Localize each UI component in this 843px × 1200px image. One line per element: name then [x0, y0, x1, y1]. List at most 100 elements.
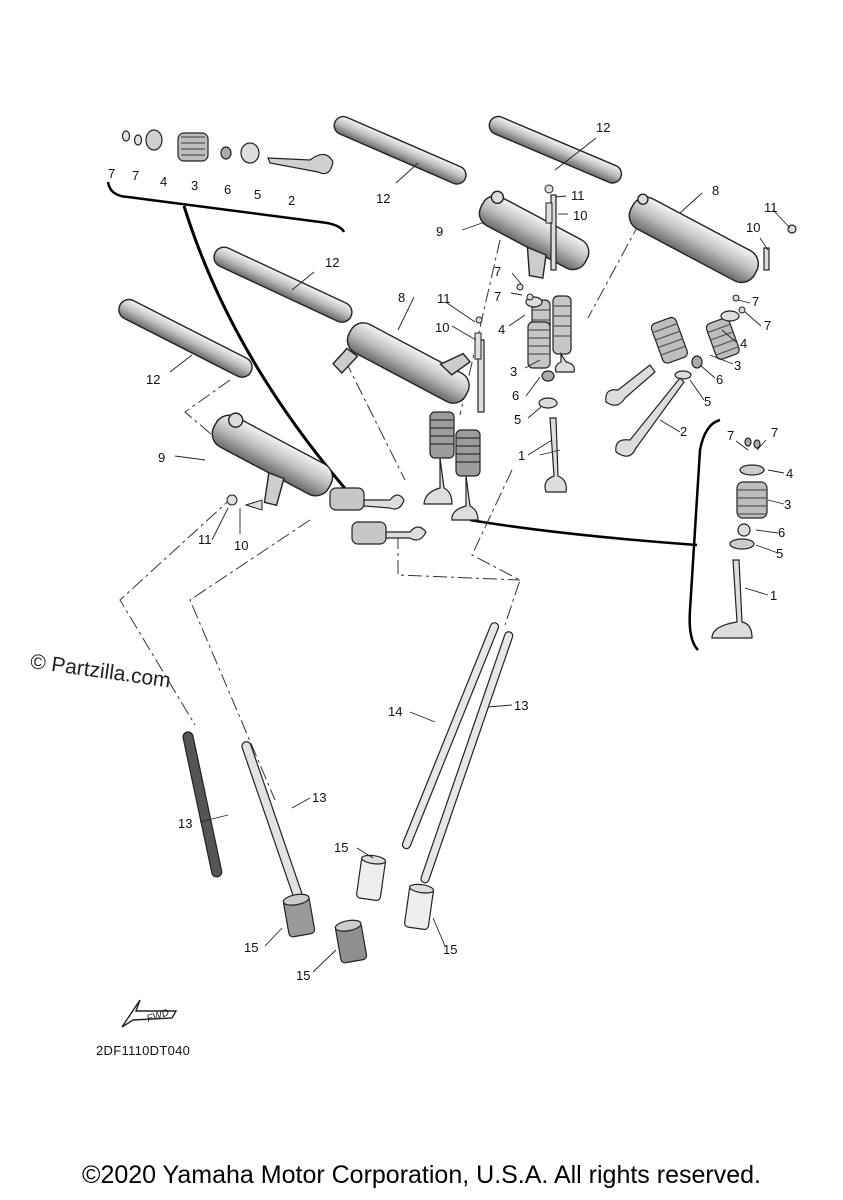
valve-spring-upper-b	[552, 295, 572, 355]
callout: 5	[254, 187, 261, 202]
exhaust-valve-small	[267, 153, 334, 175]
valve-middle-a	[423, 457, 453, 505]
callout: 12	[596, 120, 610, 135]
callout: 11	[437, 291, 451, 306]
callout: 12	[146, 372, 160, 387]
rocker-shafts	[118, 115, 623, 378]
callout: 6	[716, 372, 723, 387]
lifters	[282, 854, 435, 964]
cotter-1	[121, 130, 131, 142]
rocker-arm-9-upper	[478, 190, 590, 279]
callout: 13	[178, 816, 192, 831]
callout: 11	[764, 200, 778, 215]
callout: 2	[288, 193, 295, 208]
push-rod-13-right	[420, 631, 514, 884]
leader-lines	[169, 137, 791, 973]
valve-spring-lower-a	[329, 487, 365, 511]
callout: 15	[334, 840, 348, 855]
valve-lower-b	[385, 526, 427, 541]
valve-middle-b	[451, 475, 479, 521]
push-rods	[182, 622, 514, 918]
cotter-2	[133, 134, 143, 146]
top-left-valve-group	[121, 129, 334, 175]
exhaust-valve-right	[615, 377, 685, 457]
callout: 1	[770, 588, 777, 603]
lifter-right	[404, 883, 435, 931]
callout: 12	[325, 255, 339, 270]
callout: 4	[740, 336, 747, 351]
lifter-middle	[334, 919, 368, 964]
callout: 2	[680, 424, 687, 439]
lifter-center	[356, 854, 387, 902]
retainer-right	[739, 464, 765, 476]
callout: 7	[494, 289, 501, 304]
callout: 7	[727, 428, 734, 443]
small-parts	[226, 184, 746, 511]
callout: 7	[771, 425, 778, 440]
valve-spring-center	[527, 321, 551, 369]
diagram-code: 2DF1110DT040	[96, 1043, 191, 1058]
callout: 7	[764, 318, 771, 333]
spring-retainer	[145, 129, 163, 151]
callout: 6	[512, 388, 519, 403]
push-rod-13-middle	[241, 741, 309, 918]
callout: 7	[108, 166, 115, 181]
valve-spring-middle-a	[429, 411, 455, 459]
rocker-arms	[211, 190, 760, 507]
fwd-label: FWD	[146, 1007, 171, 1025]
callout: 3	[510, 364, 517, 379]
callout: 5	[514, 412, 521, 427]
callout: 6	[778, 525, 785, 540]
callout: 3	[191, 178, 198, 193]
callout: 7	[132, 168, 139, 183]
callout: 15	[244, 940, 258, 955]
callout: 15	[443, 942, 457, 957]
intake-valve-center	[544, 417, 567, 493]
callout: 3	[784, 497, 791, 512]
callout: 10	[573, 208, 587, 223]
callout-labels: 7 7 4 3 6 5 2 12 12 12 12 9 11 10 8 8 11…	[108, 120, 793, 983]
valve-spring-right-b	[705, 317, 740, 360]
valve-upper-b	[554, 351, 575, 373]
valve-spring-right-a	[650, 316, 688, 364]
valve-spring-right-c	[736, 481, 768, 519]
callout: 5	[776, 546, 783, 561]
callout: 4	[786, 466, 793, 481]
rocker-arm-9-lower	[211, 412, 334, 507]
fwd-arrow: FWD	[121, 999, 178, 1028]
callout: 10	[746, 220, 760, 235]
lifter-left	[282, 893, 316, 938]
callout: 12	[376, 191, 390, 206]
rocker-shaft-upper-right	[488, 115, 623, 184]
bracket-lines	[106, 181, 721, 651]
callout: 14	[388, 704, 402, 719]
callout: 10	[234, 538, 248, 553]
callout: 6	[224, 182, 231, 197]
spring-seat	[220, 146, 232, 160]
callout: 7	[494, 264, 501, 279]
copyright-notice: ©2020 Yamaha Motor Corporation, U.S.A. A…	[82, 1161, 761, 1189]
center-valves	[329, 194, 575, 545]
seat-right	[737, 523, 751, 537]
callout: 9	[436, 224, 443, 239]
valve-oil-seal	[240, 142, 260, 164]
callout: 3	[734, 358, 741, 373]
callout: 13	[312, 790, 326, 805]
callout: 11	[198, 532, 212, 547]
right-bracket	[688, 418, 721, 651]
callout: 8	[398, 290, 405, 305]
callout: 4	[498, 322, 505, 337]
valve-lower-a	[363, 494, 405, 510]
oil-seal-right	[729, 538, 755, 550]
callout: 13	[514, 698, 528, 713]
push-rod-13-left	[182, 731, 223, 878]
rocker-shaft-lower-left	[118, 298, 253, 378]
callout: 11	[571, 188, 585, 203]
callout: 4	[160, 174, 167, 189]
bracket-connector-right	[469, 518, 698, 547]
alignment-lines	[119, 221, 641, 801]
valve-spring-small	[177, 132, 209, 162]
intake-valve-right	[711, 559, 753, 639]
valve-spring-lower-b	[351, 521, 387, 545]
